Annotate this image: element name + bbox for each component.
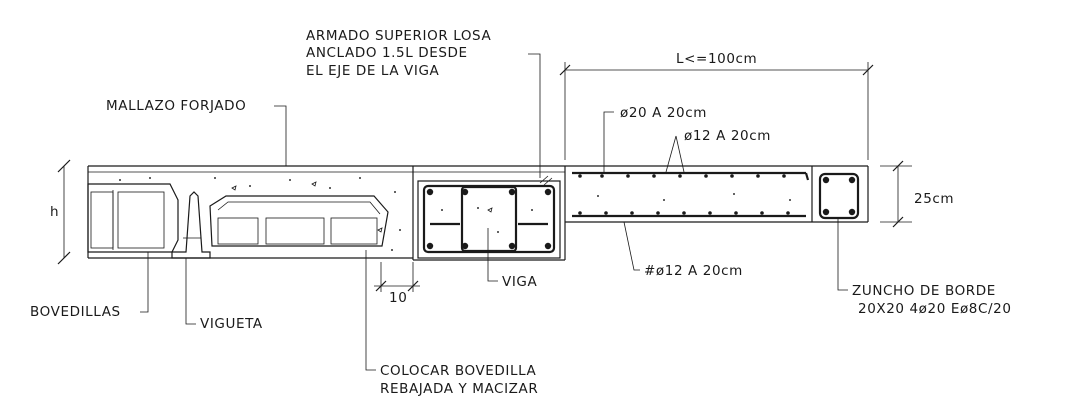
bar-dots-top: [578, 174, 786, 178]
concrete-hatch: [119, 177, 791, 251]
thickness-label: 25cm: [914, 191, 954, 207]
armado-line-2: ANCLADO 1.5L DESDE: [306, 45, 468, 61]
dim-25cm: [880, 160, 912, 228]
zuncho-line-2: 20X20 4ø20 Eø8C/20: [858, 301, 1012, 317]
dim-10: [374, 262, 420, 292]
colocar-line-2: REBAJADA Y MACIZAR: [380, 381, 538, 397]
bovedilla-left: [87, 183, 179, 253]
zuncho-borde: [818, 172, 860, 220]
bar-mid-label: ø12 A 20cm: [684, 128, 771, 144]
dim-10-label: 10: [389, 290, 407, 306]
mallazo-label: MALLAZO FORJADO: [106, 98, 246, 114]
dim-span: [559, 62, 874, 160]
viga-beam: [417, 175, 561, 259]
span-label: L<=100cm: [676, 51, 757, 67]
height-label: h: [50, 204, 59, 220]
vigueta: [171, 191, 211, 259]
slab-section: [87, 165, 566, 261]
armado-line-3: EL EJE DE LA VIGA: [306, 63, 440, 79]
armado-line-1: ARMADO SUPERIOR LOSA: [306, 28, 491, 44]
bovedilla-right: [209, 195, 389, 247]
leaders: [140, 53, 848, 371]
bovedillas-label: BOVEDILLAS: [30, 304, 121, 320]
vigueta-label: VIGUETA: [200, 316, 263, 332]
cantilever-slab: [565, 165, 869, 223]
colocar-line-1: COLOCAR BOVEDILLA: [380, 363, 537, 379]
viga-label: VIGA: [502, 274, 537, 290]
bar-dots-bottom: [578, 211, 790, 215]
dim-height: [57, 159, 71, 265]
bar-top-label: ø20 A 20cm: [620, 105, 707, 121]
zuncho-line-1: ZUNCHO DE BORDE: [852, 283, 996, 299]
mesh-label: #ø12 A 20cm: [644, 263, 743, 279]
